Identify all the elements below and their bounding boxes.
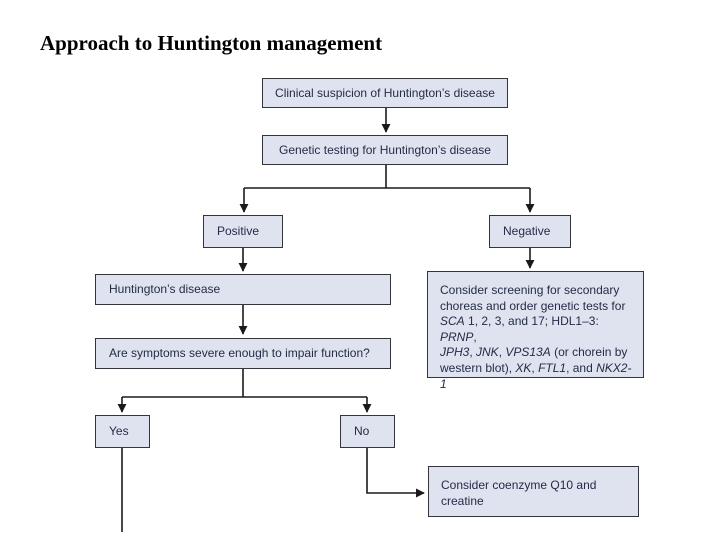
node-yes: Yes bbox=[95, 415, 150, 448]
node-genetic-testing: Genetic testing for Huntington’s disease bbox=[262, 135, 508, 165]
node-coenzyme-creatine: Consider coenzyme Q10 and creatine bbox=[428, 466, 639, 517]
node-huntingtons-disease: Huntington’s disease bbox=[95, 274, 391, 305]
node-no: No bbox=[340, 415, 395, 448]
page-title: Approach to Huntington management bbox=[40, 31, 383, 55]
node-positive: Positive bbox=[203, 215, 283, 248]
node-negative: Negative bbox=[489, 215, 571, 248]
connector-no-coenzyme bbox=[366, 448, 425, 498]
node-symptoms-question: Are symptoms severe enough to impair fun… bbox=[95, 338, 391, 369]
node-clinical-suspicion: Clinical suspicion of Huntington’s disea… bbox=[262, 78, 508, 108]
